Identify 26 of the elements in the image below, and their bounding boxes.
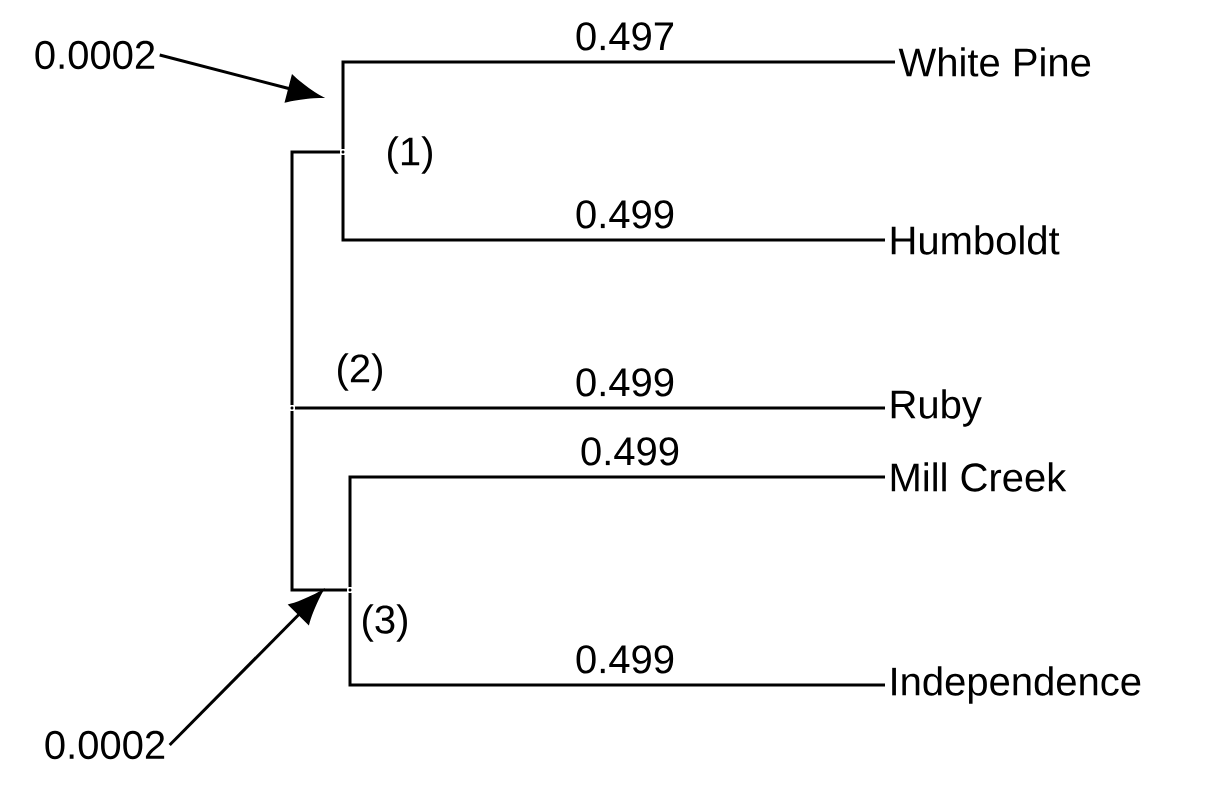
leaf-label: Ruby [891,389,982,427]
tree-branch [295,406,885,410]
branch-length: 0.499 [581,437,679,466]
leaf-label: Humboldt [891,225,1060,255]
branch-length: 0.499 [576,368,674,397]
clade-number: (2) [338,353,382,391]
branch-length: 0.497 [576,22,674,51]
branch-length: 0.499 [576,200,674,229]
value-label: 0.0002 [45,730,165,760]
tree-branch [348,475,885,587]
branch-point [290,406,294,410]
leaf-label: White Pine [898,47,1091,77]
branch-point [348,588,352,592]
value-label: 0.0002 [35,40,155,70]
tree-branch [341,155,885,242]
tree-branch [290,150,340,405]
branch-length: 0.499 [576,645,674,674]
clade-number: (1) [388,136,432,174]
leaf-label: Mill Creek [891,462,1067,492]
arrow [168,590,323,747]
branch-point [341,150,345,154]
leaf-label: Independence [892,666,1141,704]
tree-branch [290,411,347,592]
clade-number: (3) [363,604,407,642]
tree-branch [341,60,895,149]
tree-branch [348,593,885,687]
